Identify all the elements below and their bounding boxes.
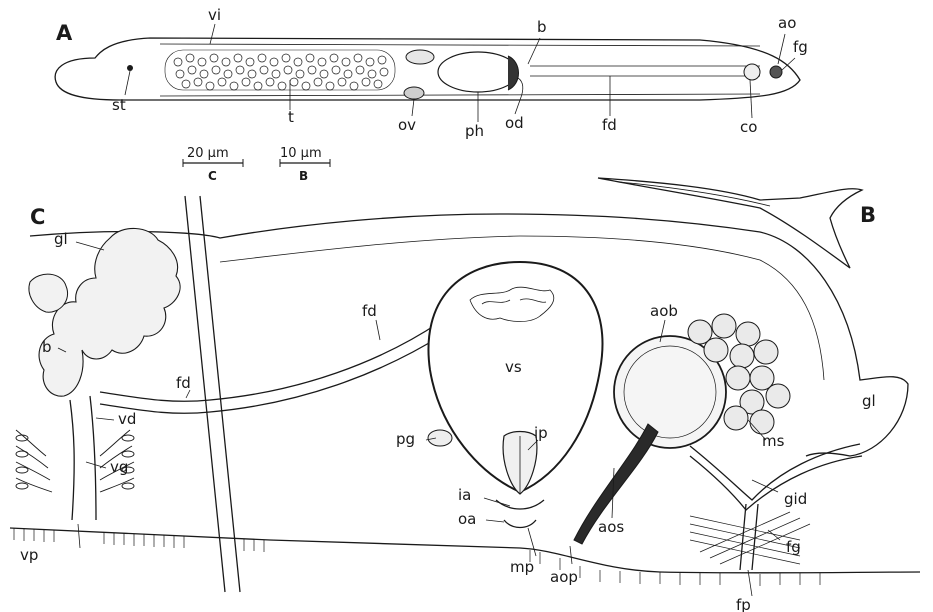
panel-c-drawing: [10, 196, 920, 596]
label-ph: ph: [465, 122, 484, 140]
epidermis: [10, 528, 920, 573]
label-vp: vp: [20, 546, 38, 564]
copulatory-organ: [744, 64, 760, 80]
label-b-a: b: [537, 18, 547, 36]
panel-a-drawing: [55, 24, 800, 122]
label-fd-a: fd: [602, 116, 617, 134]
gut-wall-lower: [160, 94, 760, 96]
pharynx: [438, 52, 518, 92]
prostate-gland: [428, 430, 452, 446]
body-outline: [55, 38, 800, 100]
label-od: od: [505, 114, 524, 132]
scale-bar-b-length: 10 μm: [280, 146, 322, 161]
label-b-c: b: [42, 338, 52, 356]
label-oa: oa: [458, 510, 476, 528]
label-vg: vg: [110, 458, 128, 476]
label-co: co: [740, 118, 757, 136]
scale-bar-c-length: 20 μm: [187, 146, 229, 161]
label-ms: ms: [762, 432, 785, 450]
stylet: [598, 178, 862, 268]
scale-bar-c-panel: C: [208, 169, 217, 183]
scale-bar-b-panel: B: [299, 169, 308, 183]
label-aob: aob: [650, 302, 678, 320]
label-aos: aos: [598, 518, 624, 536]
label-ao: ao: [778, 14, 796, 32]
label-fg-c: fg: [786, 538, 801, 556]
label-gl-left: gl: [54, 230, 68, 248]
label-fg-a: fg: [793, 38, 808, 56]
panel-a-letter: A: [56, 21, 73, 45]
label-vs: vs: [505, 358, 522, 376]
label-vi: vi: [208, 6, 221, 24]
scale-bar-c: 20 μm C: [183, 146, 243, 183]
panel-c-letter: C: [30, 205, 45, 229]
label-gl-right: gl: [862, 392, 876, 410]
accessory-organ: [770, 66, 782, 78]
label-ia: ia: [458, 486, 471, 504]
label-ov: ov: [398, 116, 416, 134]
female-duct: [530, 66, 760, 76]
left-gland-lobe: [29, 274, 68, 312]
statocyst: [127, 65, 133, 71]
label-fp: fp: [736, 596, 751, 612]
female-duct-c-inner: [100, 334, 444, 413]
left-gland-cluster: [39, 228, 180, 396]
label-st: st: [112, 96, 126, 114]
label-fd-mid: fd: [362, 302, 377, 320]
gut-wall-upper: [160, 44, 760, 46]
label-fd-left: fd: [176, 374, 191, 392]
ovary-lower: [404, 87, 424, 99]
oviduct: [518, 78, 523, 100]
vagina: [70, 396, 96, 520]
label-t: t: [288, 108, 294, 126]
label-gid: gid: [784, 490, 807, 508]
label-aop: aop: [550, 568, 578, 586]
stylet-rod: [185, 196, 240, 592]
testis-follicles: [165, 50, 395, 90]
panel-b-drawing: [598, 178, 862, 268]
label-ip: ip: [534, 424, 548, 442]
label-vd: vd: [118, 410, 136, 428]
epidermis-cilia: [14, 528, 820, 586]
panel-b-letter: B: [860, 203, 876, 227]
label-mp: mp: [510, 558, 534, 576]
pharynx-bulb: [508, 56, 519, 90]
ovary-upper: [406, 50, 434, 64]
label-pg: pg: [396, 430, 415, 448]
scale-bar-b: 10 μm B: [280, 146, 330, 183]
